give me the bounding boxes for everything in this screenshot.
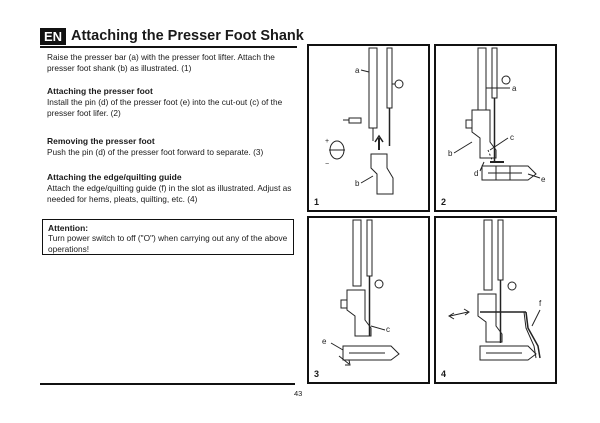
- svg-text:−: −: [325, 161, 329, 168]
- figure-3-label-c: c: [386, 325, 390, 334]
- figure-4-label-f: f: [539, 299, 542, 308]
- section-heading-guide: Attaching the edge/quilting guide: [47, 172, 182, 182]
- figure-2-panel: a b c d e 2: [434, 44, 557, 212]
- figure-4-panel: f 4: [434, 216, 557, 384]
- attention-box: Attention: Turn power switch to off ("O"…: [42, 219, 294, 255]
- figure-3-illustration: c e: [322, 219, 400, 366]
- figure-2-number: 2: [441, 197, 447, 207]
- figure-1-panel: a b + − 1: [307, 44, 430, 212]
- figure-3-number: 3: [314, 369, 320, 379]
- figure-2-label-b: b: [448, 149, 453, 158]
- language-badge: EN: [40, 28, 66, 45]
- section-body-removing: Push the pin (d) of the presser foot for…: [47, 147, 264, 157]
- figure-2-label-e: e: [541, 175, 546, 184]
- section-body-attaching: Install the pin (d) of the presser foot …: [47, 97, 283, 118]
- section-heading-attaching: Attaching the presser foot: [47, 86, 153, 96]
- section-heading-removing: Removing the presser foot: [47, 136, 155, 146]
- figure-3-panel: c e 3: [307, 216, 430, 384]
- figure-1-number: 1: [314, 197, 320, 207]
- figure-1-label-b: b: [355, 179, 360, 188]
- figure-2-illustration: a b c d e: [448, 47, 546, 184]
- figure-4-illustration: f: [448, 219, 542, 361]
- figure-3-label-e: e: [322, 337, 327, 346]
- section-body-guide: Attach the edge/quilting guide (f) in th…: [47, 183, 292, 204]
- intro-paragraph: Raise the presser bar (a) with the press…: [47, 52, 275, 73]
- figure-2-label-a: a: [512, 84, 517, 93]
- attention-heading: Attention:: [48, 223, 89, 233]
- page-number: 43: [294, 389, 303, 398]
- figure-2-label-d: d: [474, 169, 478, 178]
- footer-rule: [40, 383, 295, 385]
- svg-text:+: +: [325, 138, 329, 145]
- figure-1-illustration: a b + −: [325, 47, 404, 195]
- attention-body: Turn power switch to off ("O") when carr…: [48, 233, 288, 254]
- section-header: EN Attaching the Presser Foot Shank: [40, 28, 304, 46]
- figure-1-label-a: a: [355, 66, 360, 75]
- header-rule: [40, 46, 297, 48]
- page-title: Attaching the Presser Foot Shank: [71, 28, 304, 44]
- figure-2-label-c: c: [510, 133, 514, 142]
- figure-4-number: 4: [441, 369, 447, 379]
